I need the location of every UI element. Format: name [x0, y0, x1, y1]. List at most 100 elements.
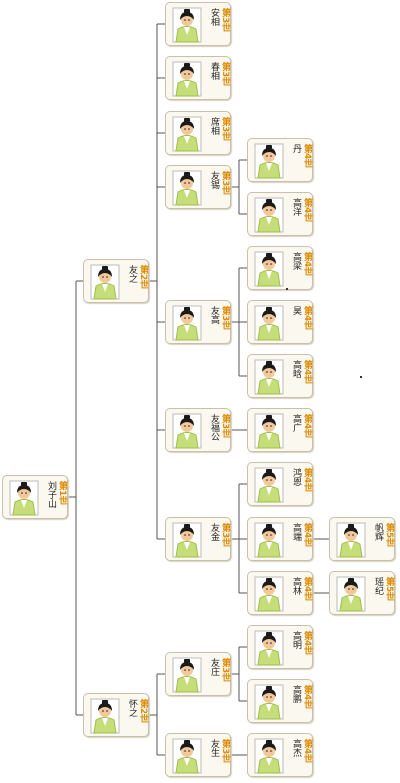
person-name: 刘子山	[46, 481, 56, 508]
ancestor-avatar-icon	[254, 197, 284, 233]
ancestor-avatar-icon	[336, 576, 366, 612]
ancestor-avatar-icon	[254, 738, 284, 774]
ancestor-avatar-icon	[172, 116, 202, 152]
person-name: 高明	[291, 631, 301, 649]
person-card-a7b1[interactable]: 帆辉第5世	[329, 517, 395, 561]
person-card-a5c[interactable]: 高晗第4世	[247, 354, 313, 398]
person-card-b1[interactable]: 友庄第3世	[165, 652, 231, 696]
person-name: 高梁	[291, 252, 301, 270]
ancestor-avatar-icon	[172, 61, 202, 97]
ancestor-avatar-icon	[90, 698, 120, 734]
ancestor-avatar-icon	[172, 657, 202, 693]
person-name: 友高	[209, 306, 219, 324]
person-name: 友之	[127, 265, 137, 283]
generation-label: 第4世	[302, 685, 312, 710]
person-card-a6[interactable]: 友福公第3世	[165, 408, 231, 452]
person-name: 丹	[291, 144, 301, 153]
person-card-a7a[interactable]: 鸿恩第4世	[247, 462, 313, 506]
person-name: 友生	[209, 739, 219, 757]
person-name: 怀之	[127, 699, 137, 717]
ancestor-avatar-icon	[172, 413, 202, 449]
person-card-b2[interactable]: 友生第3世	[165, 733, 231, 777]
person-name: 安相	[209, 8, 219, 26]
person-card-a7c1[interactable]: 瑶纪第5世	[329, 571, 395, 615]
person-name: 帆辉	[373, 523, 383, 541]
person-card-a4a[interactable]: 丹第4世	[247, 138, 313, 182]
ancestor-avatar-icon	[254, 413, 284, 449]
person-name: 席相	[209, 117, 219, 135]
generation-label: 第3世	[220, 658, 230, 683]
person-card-b1a[interactable]: 高明第4世	[247, 625, 313, 669]
person-card-a7[interactable]: 友金第3世	[165, 517, 231, 561]
stray-dot-2	[360, 376, 362, 378]
person-card-a5b[interactable]: 昊第4世	[247, 300, 313, 344]
generation-label: 第3世	[220, 62, 230, 87]
person-name: 高杰	[291, 739, 301, 757]
ancestor-avatar-icon	[172, 738, 202, 774]
person-name: 瑶纪	[373, 577, 383, 595]
ancestor-avatar-icon	[172, 305, 202, 341]
person-name: 友庄	[209, 658, 219, 676]
person-card-a2[interactable]: 春相第3世	[165, 56, 231, 100]
person-name: 友福公	[209, 414, 219, 441]
ancestor-avatar-icon	[254, 305, 284, 341]
generation-label: 第5世	[384, 577, 394, 602]
generation-label: 第1世	[57, 481, 67, 506]
generation-label: 第4世	[302, 144, 312, 169]
ancestor-avatar-icon	[90, 264, 120, 300]
generation-label: 第4世	[302, 523, 312, 548]
generation-label: 第3世	[220, 414, 230, 439]
generation-label: 第4世	[302, 631, 312, 656]
ancestor-avatar-icon	[172, 170, 202, 206]
person-name: 友金	[209, 523, 219, 541]
person-name: 高端	[291, 523, 301, 541]
person-name: 高广	[291, 414, 301, 432]
generation-label: 第3世	[220, 523, 230, 548]
generation-label: 第4世	[302, 468, 312, 493]
ancestor-avatar-icon	[254, 576, 284, 612]
person-name: 春相	[209, 62, 219, 80]
person-name: 高林	[291, 577, 301, 595]
person-card-b2a[interactable]: 高杰第4世	[247, 733, 313, 777]
person-card-root[interactable]: 刘子山第1世	[2, 475, 68, 519]
generation-label: 第4世	[302, 739, 312, 764]
generation-label: 第5世	[384, 523, 394, 548]
generation-label: 第3世	[220, 8, 230, 33]
person-name: 鸿恩	[291, 468, 301, 486]
ancestor-avatar-icon	[172, 522, 202, 558]
generation-label: 第4世	[302, 414, 312, 439]
ancestor-avatar-icon	[254, 359, 284, 395]
generation-label: 第4世	[302, 306, 312, 331]
generation-label: 第2世	[138, 265, 148, 290]
ancestor-avatar-icon	[9, 480, 39, 516]
person-card-b[interactable]: 怀之第2世	[83, 693, 149, 737]
person-card-a5a[interactable]: 高梁第4世	[247, 246, 313, 290]
person-card-a5[interactable]: 友高第3世	[165, 300, 231, 344]
person-name: 高洋	[291, 198, 301, 216]
person-name: 高鹏	[291, 685, 301, 703]
person-card-a1[interactable]: 安相第3世	[165, 2, 231, 46]
person-card-a4b[interactable]: 高洋第4世	[247, 192, 313, 236]
generation-label: 第3世	[220, 739, 230, 764]
person-card-a6a[interactable]: 高广第4世	[247, 408, 313, 452]
ancestor-avatar-icon	[172, 7, 202, 43]
ancestor-avatar-icon	[254, 630, 284, 666]
ancestor-avatar-icon	[336, 522, 366, 558]
person-card-a7c[interactable]: 高林第4世	[247, 571, 313, 615]
generation-label: 第4世	[302, 252, 312, 277]
ancestor-avatar-icon	[254, 143, 284, 179]
generation-label: 第4世	[302, 577, 312, 602]
generation-label: 第2世	[138, 699, 148, 724]
person-card-a7b[interactable]: 高端第4世	[247, 517, 313, 561]
person-card-a4[interactable]: 友锡第3世	[165, 165, 231, 209]
ancestor-avatar-icon	[254, 251, 284, 287]
person-name: 友锡	[209, 171, 219, 189]
generation-label: 第3世	[220, 306, 230, 331]
ancestor-avatar-icon	[254, 684, 284, 720]
person-card-a[interactable]: 友之第2世	[83, 259, 149, 303]
person-card-b1b[interactable]: 高鹏第4世	[247, 679, 313, 723]
stray-dot-1	[286, 288, 288, 290]
generation-label: 第4世	[302, 198, 312, 223]
person-card-a3[interactable]: 席相第3世	[165, 111, 231, 155]
